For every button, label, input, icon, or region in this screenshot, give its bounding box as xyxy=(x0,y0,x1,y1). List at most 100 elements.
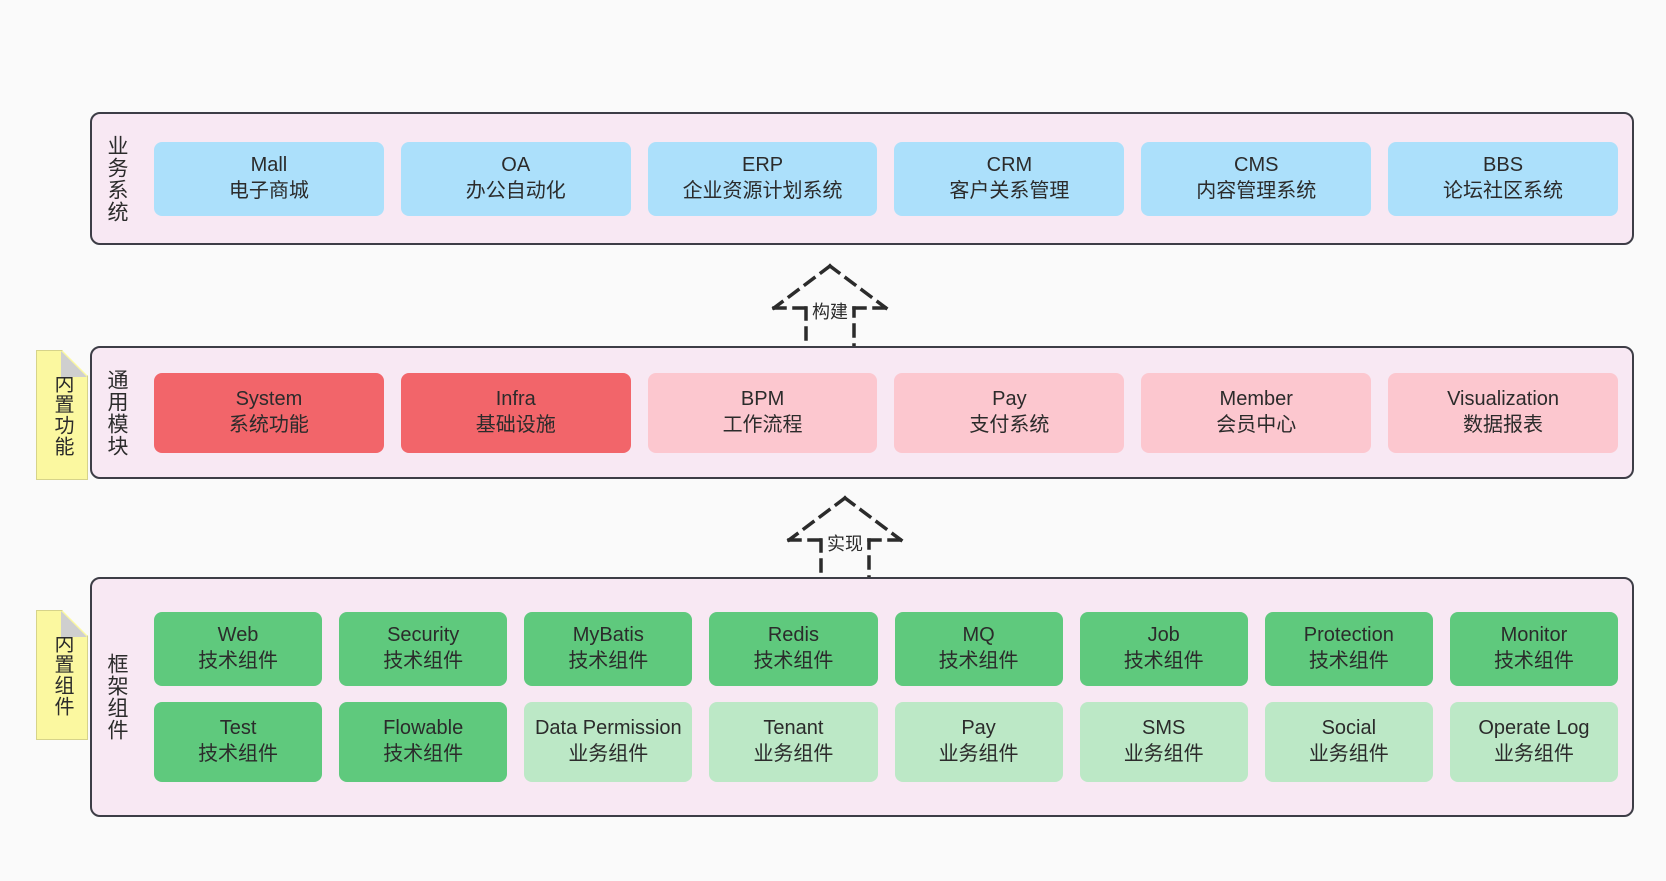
business-system-node[interactable]: CRM 客户关系管理 xyxy=(894,141,1125,216)
node-description: 技术组件 xyxy=(383,743,464,765)
connector-implement: 实现 xyxy=(775,494,915,582)
node-description: 基础设施 xyxy=(475,413,556,436)
note-builtin-features: 内置功能 xyxy=(36,350,88,480)
node-description: 技术组件 xyxy=(1493,650,1574,672)
business-system-node[interactable]: Mall 电子商城 xyxy=(154,141,384,216)
business-component-node[interactable]: SMS 业务组件 xyxy=(1079,702,1248,782)
tech-component-node[interactable]: Security 技术组件 xyxy=(339,612,508,686)
common-module-node[interactable]: BPM 工作流程 xyxy=(647,372,878,453)
business-component-node[interactable]: Social 业务组件 xyxy=(1264,702,1433,782)
business-system-node[interactable]: BBS 论坛社区系统 xyxy=(1388,141,1618,216)
node-name: OA xyxy=(501,153,531,176)
node-description: 业务组件 xyxy=(1123,743,1204,765)
node-description: 技术组件 xyxy=(1308,650,1389,672)
node-description: 论坛社区系统 xyxy=(1443,179,1564,202)
business-system-node[interactable]: CMS 内容管理系统 xyxy=(1141,141,1372,216)
node-name: SMS xyxy=(1142,717,1186,740)
node-description: 系统功能 xyxy=(228,413,309,436)
node-name: CMS xyxy=(1234,153,1279,176)
node-description: 业务组件 xyxy=(568,743,649,765)
node-description: 业务组件 xyxy=(1308,743,1389,765)
tech-component-node[interactable]: Protection 技术组件 xyxy=(1264,612,1433,686)
connector-build-label: 构建 xyxy=(810,298,850,324)
node-name: Flowable xyxy=(383,717,464,740)
node-name: Web xyxy=(217,624,259,647)
node-name: Operate Log xyxy=(1478,717,1590,740)
layer-framework-components-title: 框架组件 xyxy=(105,653,129,741)
node-description: 工作流程 xyxy=(722,413,803,436)
node-name: Protection xyxy=(1303,624,1394,647)
node-name: Security xyxy=(387,624,460,647)
node-description: 技术组件 xyxy=(383,650,464,672)
node-name: Monitor xyxy=(1500,624,1568,647)
common-module-node[interactable]: System 系统功能 xyxy=(154,372,384,453)
common-module-node[interactable]: Visualization 数据报表 xyxy=(1388,372,1618,453)
node-description: 企业资源计划系统 xyxy=(682,179,843,202)
business-system-node[interactable]: OA 办公自动化 xyxy=(400,141,631,216)
node-description: 会员中心 xyxy=(1216,413,1297,436)
note-fold-icon xyxy=(61,351,87,377)
note-builtin-features-label: 内置功能 xyxy=(51,373,73,457)
node-name: ERP xyxy=(742,153,784,176)
node-description: 电子商城 xyxy=(228,179,309,202)
node-name: CRM xyxy=(986,153,1033,176)
node-description: 客户关系管理 xyxy=(949,179,1070,202)
node-name: Test xyxy=(219,717,257,740)
node-name: Pay xyxy=(992,387,1027,410)
node-description: 数据报表 xyxy=(1463,413,1544,436)
node-description: 业务组件 xyxy=(938,743,1019,765)
layer-common-modules-body: System 系统功能 Infra 基础设施 BPM 工作流程 Pay 支付系统 Member 会… xyxy=(140,348,1632,477)
node-name: System xyxy=(235,387,303,410)
business-system-node[interactable]: ERP 企业资源计划系统 xyxy=(647,141,878,216)
business-component-node[interactable]: Tenant 业务组件 xyxy=(709,702,878,782)
note-builtin-components-label: 内置组件 xyxy=(51,633,73,717)
note-fold-icon xyxy=(61,611,87,637)
layer-business-systems-title: 业务系统 xyxy=(105,134,129,223)
node-description: 内容管理系统 xyxy=(1196,179,1317,202)
connector-implement-label: 实现 xyxy=(825,530,865,556)
node-name: BPM xyxy=(740,387,785,410)
node-name: MyBatis xyxy=(572,624,644,647)
connector-build: 构建 xyxy=(760,262,900,350)
business-component-node[interactable]: Test 技术组件 xyxy=(154,702,323,782)
node-name: MQ xyxy=(962,624,995,647)
tech-component-node[interactable]: Web 技术组件 xyxy=(154,612,323,686)
node-name: Tenant xyxy=(763,717,824,740)
node-name: BBS xyxy=(1483,153,1524,176)
node-description: 办公自动化 xyxy=(465,179,566,202)
layer-business-systems: 业务系统 Mall 电子商城 OA 办公自动化 ERP 企业资源计划系统 CRM 客户关系管理… xyxy=(90,112,1634,245)
tech-component-node[interactable]: Redis 技术组件 xyxy=(709,612,878,686)
node-name: Social xyxy=(1321,717,1377,740)
node-name: Redis xyxy=(767,624,819,647)
node-description: 技术组件 xyxy=(198,743,279,765)
node-name: Mall xyxy=(250,153,288,176)
node-name: Visualization xyxy=(1447,387,1560,410)
node-description: 支付系统 xyxy=(969,413,1050,436)
note-builtin-components: 内置组件 xyxy=(36,610,88,740)
node-description: 技术组件 xyxy=(198,650,279,672)
layer-common-modules-title: 通用模块 xyxy=(105,368,129,457)
node-name: Member xyxy=(1219,387,1293,410)
common-module-node[interactable]: Infra 基础设施 xyxy=(400,372,631,453)
business-component-node[interactable]: Flowable 技术组件 xyxy=(339,702,508,782)
node-name: Job xyxy=(1147,624,1180,647)
node-description: 技术组件 xyxy=(753,650,834,672)
node-description: 业务组件 xyxy=(753,743,834,765)
node-name: Infra xyxy=(495,387,536,410)
tech-component-node[interactable]: Monitor 技术组件 xyxy=(1449,612,1618,686)
common-module-node[interactable]: Pay 支付系统 xyxy=(894,372,1125,453)
business-node-row: Mall 电子商城 OA 办公自动化 ERP 企业资源计划系统 CRM 客户关系管理 CMS 内容… xyxy=(154,141,1618,216)
common-module-node[interactable]: Member 会员中心 xyxy=(1141,372,1372,453)
module-node-row: System 系统功能 Infra 基础设施 BPM 工作流程 Pay 支付系统 Member 会… xyxy=(154,372,1618,453)
